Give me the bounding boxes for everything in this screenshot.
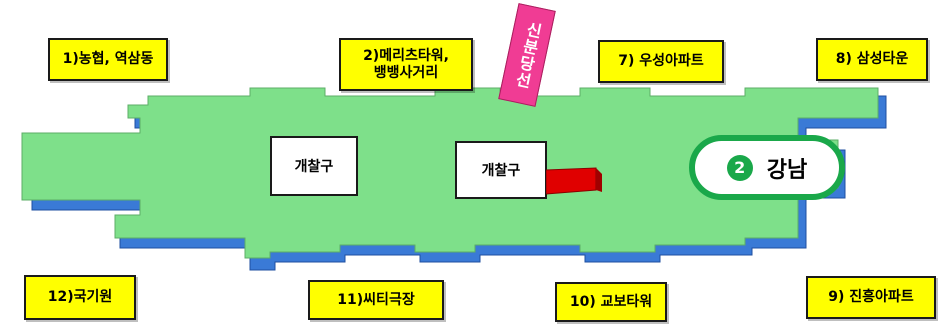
exit-7[interactable]: 7) 우성아파트	[598, 40, 724, 83]
exit-8-label: 8) 삼성타운	[835, 51, 909, 67]
ticket-gate-center: 개찰구	[455, 141, 547, 199]
exit-2-label-line2: 뱅뱅사거리	[373, 64, 439, 81]
exit-10[interactable]: 10) 교보타워	[555, 282, 667, 322]
exit-1[interactable]: 1)농협, 역삼동	[48, 38, 168, 81]
station-sign: 2 강남	[689, 135, 845, 200]
ticket-gate-center-label: 개찰구	[481, 163, 521, 179]
station-name: 강남	[766, 157, 808, 183]
exit-11[interactable]: 11)씨티극장	[308, 280, 444, 320]
exit-2-label-line1: 2)메리츠타워,	[363, 47, 449, 64]
current-location-marker	[546, 167, 602, 195]
line-2-badge: 2	[726, 154, 753, 181]
exit-12[interactable]: 12)국기원	[24, 275, 136, 320]
exit-12-label: 12)국기원	[47, 289, 113, 305]
line-number: 2	[734, 158, 746, 177]
exit-1-label: 1)농협, 역삼동	[62, 51, 154, 67]
exit-9[interactable]: 9) 진흥아파트	[806, 276, 936, 319]
exit-7-label: 7) 우성아파트	[618, 53, 704, 69]
exit-2[interactable]: 2)메리츠타워, 뱅뱅사거리	[339, 38, 473, 91]
sinbundang-label: 신분당선	[511, 19, 544, 91]
exit-10-label: 10) 교보타워	[569, 293, 653, 310]
exit-9-label: 9) 진흥아파트	[828, 289, 914, 305]
ticket-gate-left: 개찰구	[270, 136, 358, 196]
exit-11-label: 11)씨티극장	[337, 291, 415, 308]
ticket-gate-left-label: 개찰구	[294, 159, 334, 175]
exit-8[interactable]: 8) 삼성타운	[816, 38, 928, 81]
